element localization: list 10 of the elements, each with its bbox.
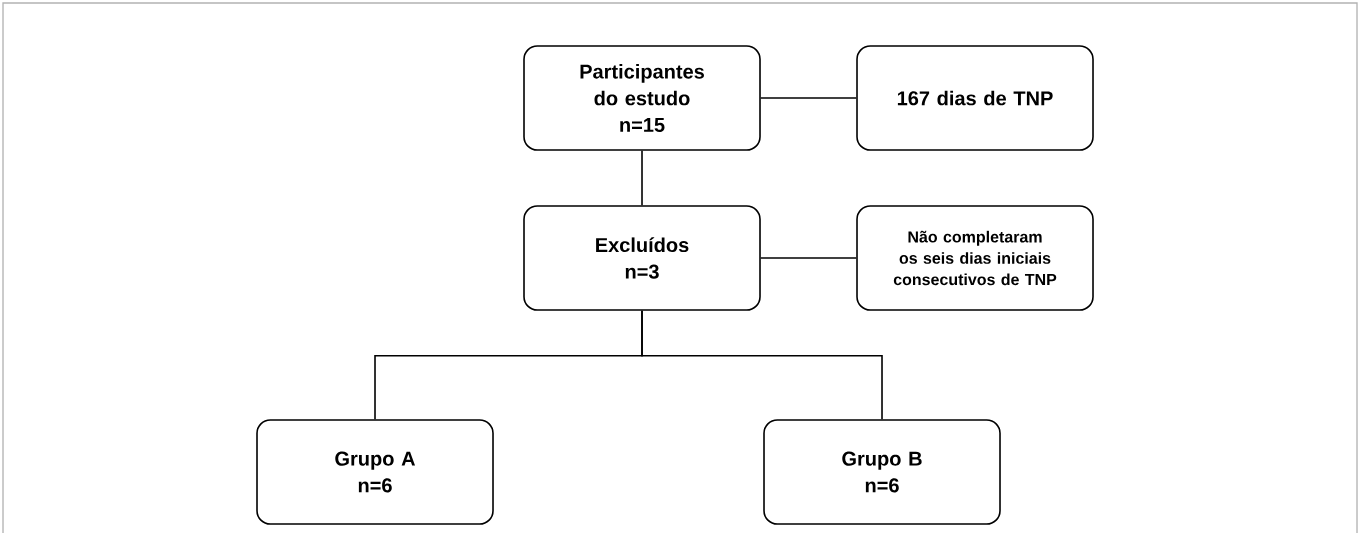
- connector-line: [760, 97, 857, 99]
- process-box: Participantes do estudo n=15: [523, 45, 761, 151]
- connector-line: [641, 150, 643, 206]
- connector-line: [760, 257, 857, 259]
- process-box: Não completaram os seis dias iniciais consecutivos de TNP: [856, 205, 1094, 311]
- process-box: Grupo B n=6: [763, 419, 1001, 525]
- connector-line: [641, 310, 883, 420]
- process-box: Grupo A n=6: [256, 419, 494, 525]
- process-box: 167 dias de TNP: [856, 45, 1094, 151]
- process-box: Excluídos n=3: [523, 205, 761, 311]
